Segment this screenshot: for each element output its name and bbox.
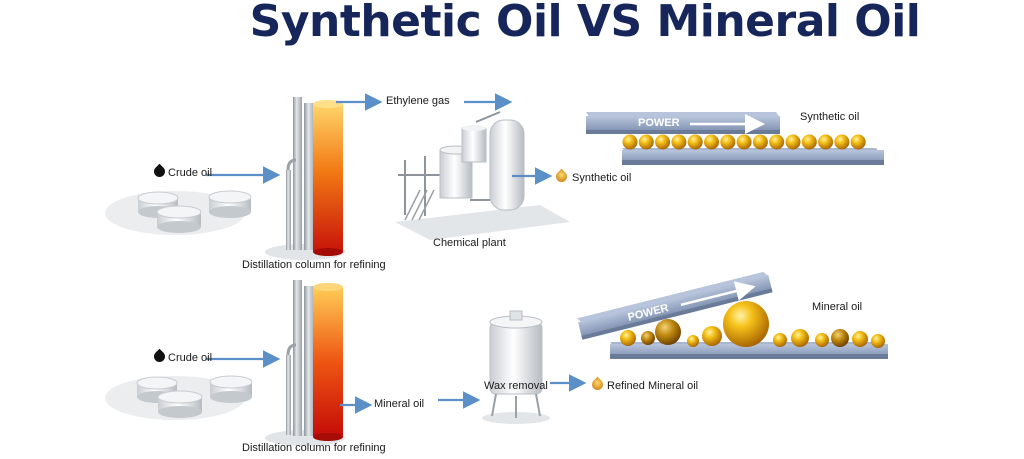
page-title: Synthetic Oil VS Mineral Oil	[249, 0, 921, 47]
flow-arrows-bottom	[206, 350, 587, 414]
bottom-mid-label: Mineral oil	[374, 398, 425, 410]
synthetic-oil-layer	[586, 112, 884, 165]
top-output-label: Synthetic oil	[572, 172, 632, 184]
oil-molecule	[720, 134, 736, 150]
oil-molecule	[638, 134, 654, 150]
bottom-layer-label: Mineral oil	[812, 301, 863, 313]
chemical-plant	[395, 111, 570, 240]
oil-molecule	[791, 329, 809, 347]
oil-molecule	[687, 134, 703, 150]
mineral-oil-layer	[577, 271, 888, 359]
oil-molecule	[702, 326, 722, 346]
oil-molecule	[818, 134, 834, 150]
oil-molecule	[773, 333, 787, 347]
bottom-input-label: Crude oil	[168, 352, 213, 364]
oil-molecule	[769, 134, 785, 150]
oil-molecule	[850, 134, 866, 150]
crude-oil-tanks-top	[105, 190, 252, 235]
top-input-label: Crude oil	[168, 167, 213, 179]
distillation-column-bottom	[265, 280, 345, 446]
oil-molecule	[752, 134, 768, 150]
oil-molecule	[831, 329, 849, 347]
oil-molecule	[852, 331, 868, 347]
top-plant-label: Chemical plant	[433, 237, 506, 249]
oil-molecule	[785, 134, 801, 150]
oil-molecule	[655, 319, 681, 345]
oil-molecule	[834, 134, 850, 150]
flow-arrows-top	[206, 93, 553, 185]
oil-molecule	[704, 134, 719, 150]
oil-molecule	[671, 134, 687, 150]
oil-molecule	[723, 301, 769, 347]
oil-molecule	[687, 335, 699, 347]
top-layer-label: Synthetic oil	[800, 111, 860, 123]
top-column-label: Distillation column for refining	[242, 259, 386, 271]
oil-molecule	[655, 134, 671, 150]
wax-removal-tank	[482, 310, 550, 424]
oil-molecule	[736, 134, 752, 150]
oil-molecule	[641, 331, 655, 345]
oil-molecule	[815, 333, 829, 347]
oil-molecule	[620, 330, 636, 346]
crude-oil-tanks-bottom	[105, 375, 253, 420]
oil-molecule	[622, 134, 638, 150]
bottom-column-label: Distillation column for refining	[242, 442, 386, 454]
oil-molecule	[871, 334, 885, 348]
bottom-tank-label: Wax removal	[484, 380, 548, 392]
distillation-column-top	[265, 97, 345, 260]
top-power-label: POWER	[638, 117, 680, 129]
oil-molecule	[801, 134, 817, 150]
top-gas-label: Ethylene gas	[386, 95, 450, 107]
bottom-output-label: Refined Mineral oil	[607, 380, 699, 392]
